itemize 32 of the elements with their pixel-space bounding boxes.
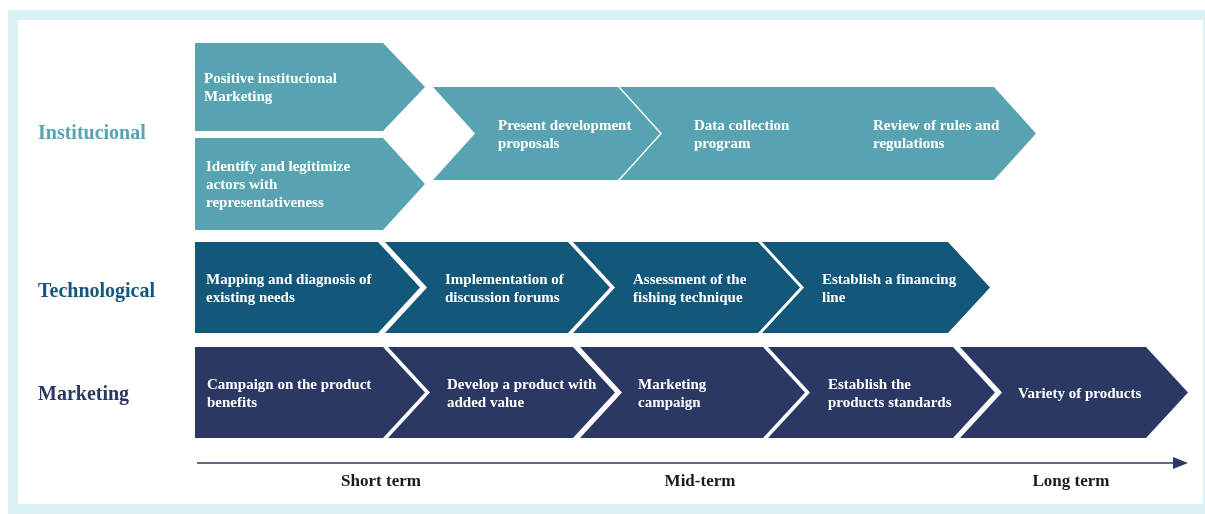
row-heading: Institucional <box>38 120 146 144</box>
step-label: Data collection program <box>694 115 791 152</box>
step-label: Marketing campaign <box>638 374 708 411</box>
chevron-step <box>385 242 610 333</box>
chevron-step <box>768 347 995 438</box>
step-label: Present development proposals <box>498 115 633 152</box>
chevron-step <box>195 347 425 438</box>
chevron-step <box>573 242 800 333</box>
chevron-step <box>195 43 425 131</box>
timeframe-label: Short term <box>341 471 421 491</box>
row-heading: Technological <box>38 278 156 302</box>
step-label: Positive institucional Marketing <box>204 69 338 105</box>
step-label: Campaign on the product benefits <box>207 374 373 411</box>
step-label: Develop a product with added value <box>447 374 597 411</box>
chevron-step <box>433 87 660 180</box>
step-label: Identify and legitimize actors with representativeness <box>206 157 352 211</box>
row-heading: Marketing <box>38 381 130 405</box>
step-label: Assessment of the fishing technique <box>633 269 748 306</box>
step-label: Review of rules and regulations <box>873 115 1001 152</box>
chevron-step <box>195 242 420 333</box>
step-label: Mapping and diagnosis of existing needs <box>206 269 373 306</box>
chevron-step <box>960 347 1188 438</box>
step-label: Establish the products standards <box>828 374 953 411</box>
step-label: Establish a financing line <box>822 269 958 306</box>
chevron-step <box>806 87 1036 180</box>
timeframe-label: Long term <box>1032 471 1110 491</box>
chevron-step <box>388 347 615 438</box>
step-label: Implementation of discussion forums <box>445 269 565 306</box>
chevron-step <box>195 138 425 230</box>
timeframe-label: Mid-term <box>664 471 736 491</box>
step-label: Variety of products <box>1018 383 1143 402</box>
chevron-step <box>762 242 990 333</box>
